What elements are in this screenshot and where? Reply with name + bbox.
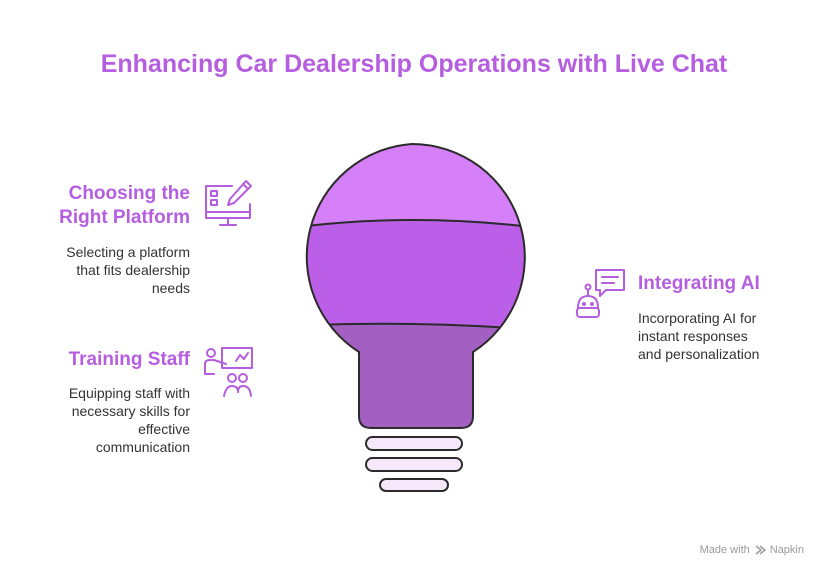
platform-desc-line3: needs [151, 280, 190, 296]
ai-desc-line1: Incorporating AI for [638, 310, 757, 326]
platform-heading-line2: Right Platform [59, 207, 190, 228]
training-heading: Training Staff [30, 348, 190, 372]
training-heading-line1: Training Staff [68, 349, 190, 370]
bulb-base-ring-1 [365, 436, 463, 451]
presentation-icon [204, 347, 253, 397]
bulb-middle-band [306, 220, 525, 330]
monitor-pencil-icon [205, 180, 252, 226]
diagram-title: Enhancing Car Dealership Operations with… [100, 50, 728, 78]
napkin-brand-label: Napkin [769, 544, 804, 556]
bulb-bottom-band [306, 323, 525, 428]
robot-chat-icon [576, 269, 625, 318]
training-description: Equipping staff with necessary skills fo… [20, 384, 190, 456]
ai-heading: Integrating AI [638, 272, 808, 296]
ai-heading-line1: Integrating AI [638, 273, 760, 294]
bulb-base-ring-2 [365, 457, 463, 472]
platform-desc-line1: Selecting a platform [66, 244, 190, 260]
training-desc-line2: necessary skills for [71, 403, 190, 419]
bulb-base-ring-3 [379, 478, 449, 492]
lightbulb-illustration [305, 142, 526, 492]
training-desc-line4: communication [95, 439, 190, 455]
training-desc-line1: Equipping staff with [68, 385, 190, 401]
platform-heading-line1: Choosing the [68, 183, 190, 204]
platform-description: Selecting a platform that fits dealershi… [20, 243, 190, 297]
training-desc-line3: effective [138, 421, 190, 437]
platform-desc-line2: that fits dealership [76, 262, 190, 278]
napkin-footer: Made with Napkin [700, 544, 804, 556]
made-with-label: Made with [699, 544, 750, 556]
bulb-top-band [306, 144, 525, 230]
ai-desc-line2: instant responses [638, 328, 748, 344]
napkin-logo-icon [755, 545, 766, 555]
ai-description: Incorporating AI for instant responses a… [638, 309, 818, 363]
ai-desc-line3: and personalization [638, 346, 760, 362]
platform-heading: Choosing the Right Platform [30, 182, 190, 230]
